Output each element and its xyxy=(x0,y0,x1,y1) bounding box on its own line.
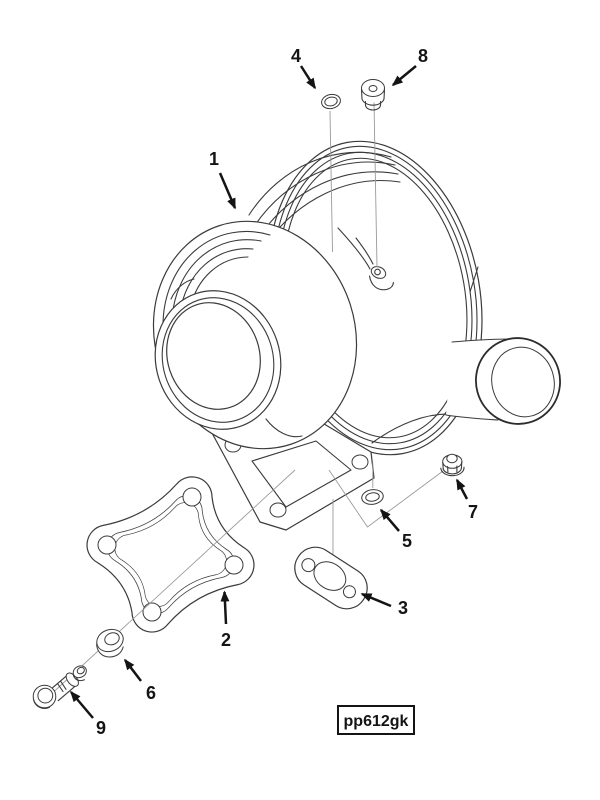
outlet-pipe xyxy=(445,337,561,425)
bolt-thread-ticks xyxy=(56,680,67,693)
compressor-contour-arc xyxy=(162,230,271,328)
callout-label-3: 3 xyxy=(398,598,408,618)
leader-line-7 xyxy=(328,469,444,528)
part-9-bolt-drawing xyxy=(32,665,87,709)
housing-bottom-edge xyxy=(371,413,453,444)
part-7-nut-drawing xyxy=(440,453,465,477)
flange-bolt-hole xyxy=(351,454,369,470)
gasket-bolt-hole xyxy=(97,535,117,555)
diagram-code: pp612gk xyxy=(344,713,409,730)
callout-labels: 1 2 3 4 5 6 7 8 9 xyxy=(96,46,478,738)
crown-arc xyxy=(248,151,392,216)
bracket-curve xyxy=(337,227,371,270)
part-6-spacer-drawing xyxy=(96,628,124,658)
callout-arrow-3 xyxy=(360,592,392,608)
callout-arrow-2 xyxy=(220,590,230,625)
part-4-o-ring-drawing xyxy=(321,93,341,110)
callout-label-1: 1 xyxy=(209,149,219,169)
callout-arrow-9 xyxy=(70,690,94,719)
part-2-gasket-drawing xyxy=(86,476,255,633)
inlet-bore xyxy=(166,302,261,410)
gasket-bolt-hole xyxy=(142,602,162,622)
callout-arrow-7 xyxy=(455,478,469,500)
leader-line-8 xyxy=(373,102,378,268)
compressor-contour-arc xyxy=(170,278,195,300)
callout-arrows xyxy=(70,65,469,719)
gasket-bolt-hole xyxy=(182,487,202,507)
compressor-contour-arc xyxy=(171,239,262,320)
callout-label-8: 8 xyxy=(418,46,428,66)
ring-housing-joint xyxy=(265,418,303,438)
crown-arc xyxy=(260,171,399,235)
bolt-head-rim xyxy=(32,698,51,709)
callout-arrow-4 xyxy=(299,65,317,90)
flange-opening xyxy=(251,440,352,508)
diagram-code-box: pp612gk xyxy=(337,705,415,735)
housing-notch-line xyxy=(469,266,479,293)
part-5-o-ring-drawing xyxy=(361,489,384,505)
part-1-turbocharger-drawing xyxy=(152,140,561,531)
callout-label-4: 4 xyxy=(291,46,301,66)
callout-arrow-6 xyxy=(124,658,142,682)
oil-inlet-hole xyxy=(374,268,381,276)
compressor-contour-arc xyxy=(179,248,254,314)
crown-arc xyxy=(254,161,396,226)
inlet-ring-lip xyxy=(161,297,275,423)
part-8-plug-drawing xyxy=(360,79,386,111)
leader-line-4 xyxy=(329,110,333,253)
part-3-drain-flange-drawing xyxy=(294,546,368,610)
oil-inlet-boss xyxy=(370,266,387,279)
bolt-bushing-wall xyxy=(72,673,86,682)
flange-bolt-hole xyxy=(269,502,287,518)
callout-label-2: 2 xyxy=(221,630,231,650)
callout-label-5: 5 xyxy=(402,531,412,551)
callout-label-7: 7 xyxy=(468,502,478,522)
pipe-end-inner xyxy=(491,346,555,418)
callout-arrow-1 xyxy=(218,172,237,210)
callout-label-9: 9 xyxy=(96,718,106,738)
gasket-bolt-hole xyxy=(224,555,244,575)
boss-lower-curve xyxy=(368,275,395,291)
bolt-bushing-hole xyxy=(76,666,85,675)
bolt-head-inner xyxy=(37,687,54,704)
centerline xyxy=(40,469,296,704)
callout-arrow-8 xyxy=(391,65,417,86)
callout-label-6: 6 xyxy=(146,683,156,703)
bracket-curve xyxy=(355,237,374,265)
code-box-border xyxy=(337,705,415,735)
callout-arrow-5 xyxy=(380,508,400,532)
